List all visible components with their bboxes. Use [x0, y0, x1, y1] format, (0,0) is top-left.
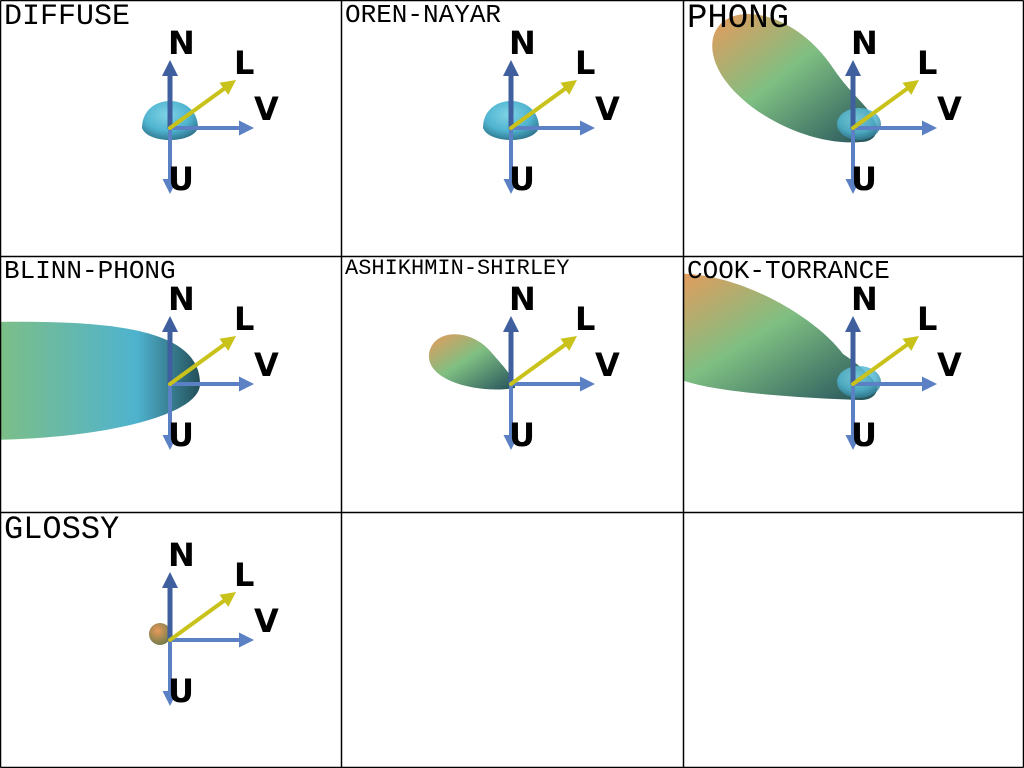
axis-label-v: V	[937, 346, 962, 384]
tangent-arrow	[162, 126, 178, 194]
panel-title: PHONG	[687, 0, 790, 38]
view-arrow	[168, 632, 254, 648]
normal-arrow	[503, 60, 519, 131]
brdf-diagram: N LV U	[428, 280, 620, 454]
axis-label-u: U	[851, 160, 877, 198]
axis-label-v: V	[254, 346, 279, 384]
axis-label-v: V	[937, 90, 962, 128]
axis-label-l: L	[575, 300, 595, 338]
panel-title: BLINN-PHONG	[4, 256, 176, 286]
brdf-diagram: N LV U	[0, 280, 279, 454]
panel-title: DIFFUSE	[4, 0, 131, 34]
brdf-diagram: N LV U	[142, 24, 279, 198]
normal-arrow	[503, 316, 519, 387]
axis-label-u: U	[851, 416, 877, 454]
tangent-arrow	[845, 126, 861, 194]
light-arrow	[168, 80, 236, 130]
normal-arrow	[162, 572, 178, 643]
axis-label-n: N	[168, 536, 195, 574]
light-arrow	[851, 336, 919, 386]
axis-label-u: U	[509, 416, 535, 454]
tangent-arrow	[162, 382, 178, 450]
normal-arrow	[162, 60, 178, 131]
axis-label-l: L	[234, 300, 254, 338]
view-arrow	[851, 376, 937, 392]
axis-label-l: L	[917, 44, 937, 82]
brdf-diagram: N LV U	[683, 273, 962, 454]
tangent-arrow	[503, 126, 519, 194]
light-arrow	[509, 336, 577, 386]
axis-label-u: U	[509, 160, 535, 198]
axis-label-u: U	[168, 160, 194, 198]
tangent-arrow	[845, 382, 861, 450]
axis-label-n: N	[168, 280, 195, 318]
axis-label-v: V	[254, 602, 279, 640]
light-arrow	[509, 80, 577, 130]
panel-title: COOK-TORRANCE	[687, 256, 890, 286]
panel-title: GLOSSY	[4, 512, 120, 548]
axis-label-n: N	[851, 24, 878, 62]
axis-label-n: N	[509, 24, 536, 62]
axis-label-l: L	[234, 556, 254, 594]
empty-panel	[341, 512, 683, 768]
axis-label-n: N	[168, 24, 195, 62]
axis-label-u: U	[168, 672, 194, 710]
brdf-lobe	[428, 334, 515, 390]
light-arrow	[851, 80, 919, 130]
brdf-lobe	[149, 623, 171, 645]
axis-label-v: V	[595, 90, 620, 128]
view-arrow	[509, 120, 595, 136]
brdf-diagram: N LV U	[149, 536, 279, 710]
view-arrow	[168, 120, 254, 136]
view-arrow	[168, 376, 254, 392]
light-arrow	[168, 592, 236, 642]
brdf-diagram: N LV U	[712, 14, 962, 198]
axis-label-l: L	[917, 300, 937, 338]
light-arrow	[168, 336, 236, 386]
tangent-arrow	[503, 382, 519, 450]
normal-arrow	[845, 316, 861, 387]
brdf-lobe	[0, 321, 200, 440]
axis-label-l: L	[234, 44, 254, 82]
view-arrow	[509, 376, 595, 392]
empty-panel	[683, 512, 1024, 768]
brdf-diagram: N LV U	[483, 24, 620, 198]
panel-title: ASHIKHMIN-SHIRLEY	[345, 256, 570, 281]
panel-title: OREN-NAYAR	[345, 0, 502, 30]
normal-arrow	[162, 316, 178, 387]
axis-label-l: L	[575, 44, 595, 82]
axis-label-v: V	[595, 346, 620, 384]
axis-label-u: U	[168, 416, 194, 454]
axis-label-v: V	[254, 90, 279, 128]
normal-arrow	[845, 60, 861, 131]
axis-label-n: N	[509, 280, 536, 318]
view-arrow	[851, 120, 937, 136]
axis-label-n: N	[851, 280, 878, 318]
tangent-arrow	[162, 638, 178, 706]
